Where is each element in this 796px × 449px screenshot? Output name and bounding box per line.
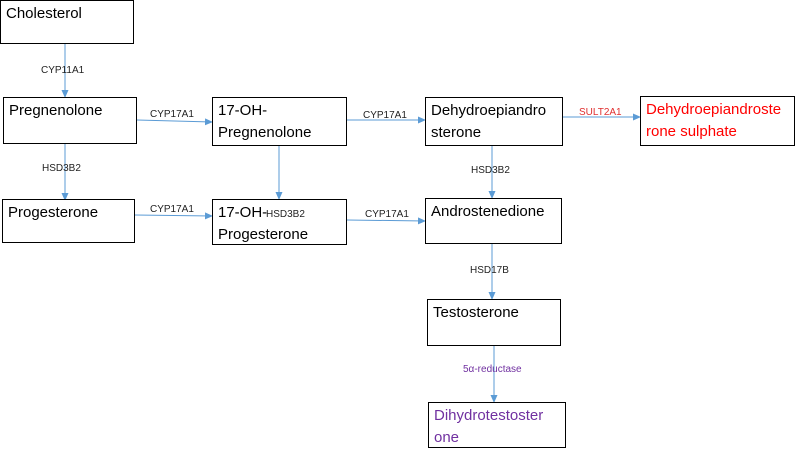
enzyme-label-cyp17a1: CYP17A1 (363, 110, 407, 121)
node-17oh-pregnenolone: 17-OH- Pregnenolone (212, 97, 347, 146)
enzyme-label-5a-reductase: 5α-reductase (463, 364, 522, 375)
node-pregnenolone: Pregnenolone (3, 97, 137, 144)
node-17oh-progesterone: 17-OH- Progesterone (212, 199, 347, 245)
node-progesterone: Progesterone (2, 199, 135, 243)
node-dihydrotestosterone: Dihydrotestoster one (428, 402, 566, 448)
enzyme-label-hsd17b: HSD17B (470, 265, 509, 276)
enzyme-label-cyp17a1: CYP17A1 (150, 109, 194, 120)
enzyme-label-cyp17a1: CYP17A1 (365, 209, 409, 220)
node-cholesterol: Cholesterol (0, 0, 134, 44)
enzyme-label-cyp17a1: CYP17A1 (150, 204, 194, 215)
node-testosterone: Testosterone (427, 299, 561, 346)
arrow-17oh-progesterone-to-androstenedione (346, 217, 426, 225)
arrow-progesterone-to-17oh-progesterone (134, 212, 213, 220)
enzyme-label-hsd3b2: HSD3B2 (42, 163, 81, 174)
node-dhea-sulphate: Dehydroepiandroste rone sulphate (640, 96, 795, 146)
enzyme-label-cyp11a1: CYP11A1 (41, 65, 85, 76)
node-androstenedione: Androstenedione (425, 198, 562, 244)
enzyme-label-hsd3b2: HSD3B2 (471, 165, 510, 176)
node-dhea: Dehydroepiandro sterone (425, 97, 563, 146)
enzyme-label-hsd3b2: HSD3B2 (266, 209, 305, 220)
arrow-pregnenolone-to-17oh-pregnenolone (136, 118, 213, 126)
enzyme-label-sult2a1: SULT2A1 (579, 107, 622, 118)
